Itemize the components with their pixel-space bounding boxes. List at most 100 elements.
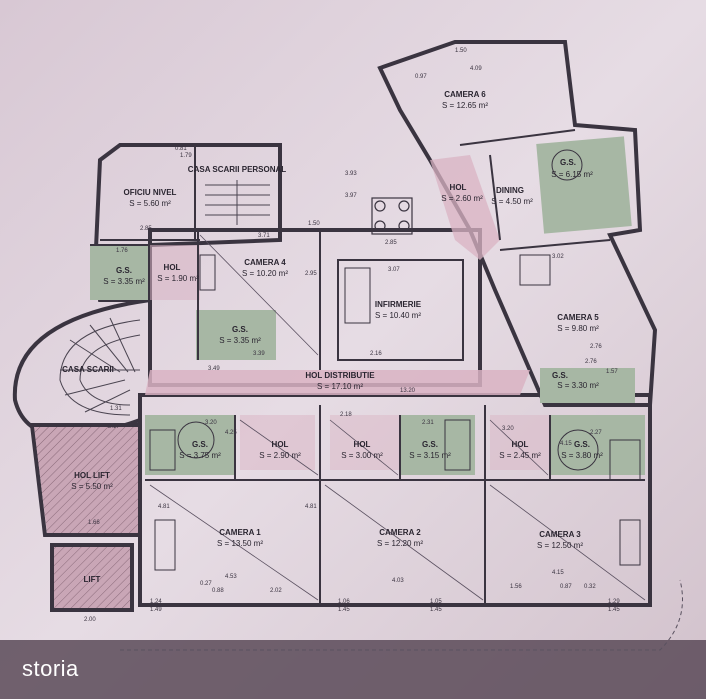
hol-distributie-area: S = 17.10 m² (317, 382, 363, 391)
dim-label: 1.06 (338, 599, 350, 605)
gs-c1-name: G.S. (192, 440, 208, 449)
hol-left-area: S = 1.90 m² (157, 274, 199, 283)
infirmerie-name: INFIRMERIE (375, 300, 422, 309)
dim-label: 2.85 (140, 226, 152, 232)
hol-c2-name: HOL (354, 440, 371, 449)
dim-label: 0.97 (415, 74, 427, 80)
camera4-name: CAMERA 4 (244, 258, 286, 267)
dim-label: 1.56 (510, 584, 522, 590)
hol-lift-name: HOL LIFT (74, 471, 110, 480)
dim-label: 2.31 (422, 420, 434, 426)
hol-left-name: HOL (164, 263, 181, 272)
dim-label: 3.07 (388, 267, 400, 273)
dim-label: 2.18 (340, 412, 352, 418)
dim-label: 4.81 (158, 504, 170, 510)
camera6-name: CAMERA 6 (444, 90, 486, 99)
gs-c2-area-text: S = 3.15 m² (409, 451, 451, 460)
hol-distributie-name: HOL DISTRIBUTIE (305, 371, 375, 380)
casa-scarii-name: CASA SCARII (62, 365, 114, 374)
dim-label: 1.57 (606, 369, 618, 375)
hol-lift-hatch (34, 427, 138, 533)
lift-hatch (54, 547, 130, 608)
gs-c5-area (540, 368, 635, 403)
stair-personal (205, 180, 270, 225)
dim-label: 2.17 (108, 424, 120, 430)
dim-label: 1.24 (150, 599, 162, 605)
dim-label: 2.85 (385, 240, 397, 246)
dim-label: 3.49 (208, 366, 220, 372)
hol-c1-zone (240, 415, 315, 470)
dining-table-icon (371, 197, 413, 235)
camera3-name: CAMERA 3 (539, 530, 581, 539)
gs-left-area-text: S = 3.35 m² (103, 277, 145, 286)
dim-label: 2.27 (590, 430, 602, 436)
dim-label: 3.97 (345, 193, 357, 199)
dim-label: 0.81 (175, 146, 187, 152)
dim-label: 2.16 (370, 351, 382, 357)
gs-c4-name: G.S. (232, 325, 248, 334)
camera5-area: S = 9.80 m² (557, 324, 599, 333)
camera2-name: CAMERA 2 (379, 528, 421, 537)
camera3-area: S = 12.50 m² (537, 541, 583, 550)
stair-spiral (59, 317, 141, 416)
gs-c1-area-text: S = 3.75 m² (179, 451, 221, 460)
dim-label: 2.00 (84, 617, 96, 623)
gs-c4-area (196, 310, 276, 360)
hol-c3-name: HOL (512, 440, 529, 449)
camera1-name: CAMERA 1 (219, 528, 261, 537)
gs-c1-area (145, 415, 235, 475)
dim-label: 0.27 (200, 581, 212, 587)
dim-label: 4.25 (225, 430, 237, 436)
gs-c5-area-text: S = 3.30 m² (557, 381, 599, 390)
dim-label: 3.20 (502, 426, 514, 432)
gs-c3-area-text: S = 3.80 m² (561, 451, 603, 460)
camera5-name: CAMERA 5 (557, 313, 599, 322)
gs-c4-area-text: S = 3.35 m² (219, 336, 261, 345)
dim-label: 2.95 (305, 271, 317, 277)
dim-label: 3.71 (258, 233, 270, 239)
fixtures (149, 149, 641, 571)
dashed-outline (120, 579, 683, 651)
dim-label: 4.81 (305, 504, 317, 510)
lift-name: LIFT (84, 575, 101, 584)
dim-label: 1.79 (180, 153, 192, 159)
gs-c2-name: G.S. (422, 440, 438, 449)
camera6-area: S = 12.65 m² (442, 101, 488, 110)
dim-label: 3.39 (253, 351, 265, 357)
hol-c3-area: S = 2.45 m² (499, 451, 541, 460)
hol-c1-name: HOL (272, 440, 289, 449)
gs-c2-area (400, 415, 475, 475)
dim-label: 4.03 (392, 578, 404, 584)
dim-label: 1.45 (430, 607, 442, 613)
dim-label: 2.02 (270, 588, 282, 594)
camera1-area: S = 13.50 m² (217, 539, 263, 548)
hol-left-zone (150, 245, 200, 300)
hol-c2-zone (330, 415, 400, 470)
dim-label: 1.66 (88, 520, 100, 526)
dim-label: 1.45 (608, 607, 620, 613)
hol-c3-zone (490, 415, 550, 470)
dim-label: 3.20 (205, 420, 217, 426)
gs-c3-name: G.S. (574, 440, 590, 449)
dim-label: 1.31 (110, 406, 122, 412)
dim-label: 4.15 (560, 441, 572, 447)
gs-top-right-area (536, 136, 632, 234)
dim-label: 13.20 (400, 388, 416, 394)
hol-top-area: S = 2.60 m² (441, 194, 483, 203)
dimension-labels: 1.50 1.79 4.09 0.97 0.81 2.85 3.93 3.97 … (84, 48, 620, 623)
camera4-area: S = 10.20 m² (242, 269, 288, 278)
room-diagonals (149, 234, 646, 601)
partitions (90, 129, 645, 605)
dim-label: 1.50 (308, 221, 320, 227)
room-labels: CAMERA 6 S = 12.65 m² OFICIU NIVEL S = 5… (62, 90, 603, 584)
infirmerie-area: S = 10.40 m² (375, 311, 421, 320)
dim-label: 1.76 (116, 248, 128, 254)
gs-left-area (90, 245, 148, 300)
dim-label: 1.45 (338, 607, 350, 613)
gs-top-right-name: G.S. (560, 158, 576, 167)
dim-label: 1.29 (608, 599, 620, 605)
dim-label: 0.32 (584, 584, 596, 590)
hol-lift-area: S = 5.50 m² (71, 482, 113, 491)
